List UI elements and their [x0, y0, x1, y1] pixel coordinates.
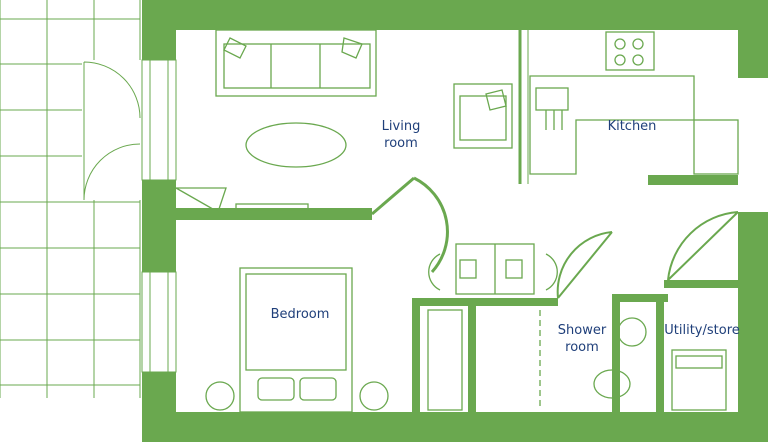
kitchen-label: Kitchen	[607, 119, 657, 134]
living-room-door	[371, 176, 449, 274]
shower-room-label-line2: room	[565, 340, 599, 355]
left-windows	[141, 59, 177, 373]
interior-walls	[176, 175, 738, 412]
living-room-label-line2: room	[384, 136, 418, 151]
living-room-label: Living room	[378, 118, 424, 152]
outer-walls	[142, 0, 768, 442]
furniture	[173, 29, 739, 413]
shower-door	[556, 231, 613, 299]
shower-room-label: Shower room	[554, 322, 610, 356]
bedroom-label: Bedroom	[270, 307, 330, 322]
utility-door	[667, 211, 739, 281]
living-room-label-line1: Living	[381, 119, 421, 134]
shower-room-label-line1: Shower	[557, 323, 607, 338]
door-swing-upper	[83, 61, 141, 201]
utility-label: Utility/store	[664, 323, 740, 338]
balcony-door-upper	[82, 60, 142, 200]
